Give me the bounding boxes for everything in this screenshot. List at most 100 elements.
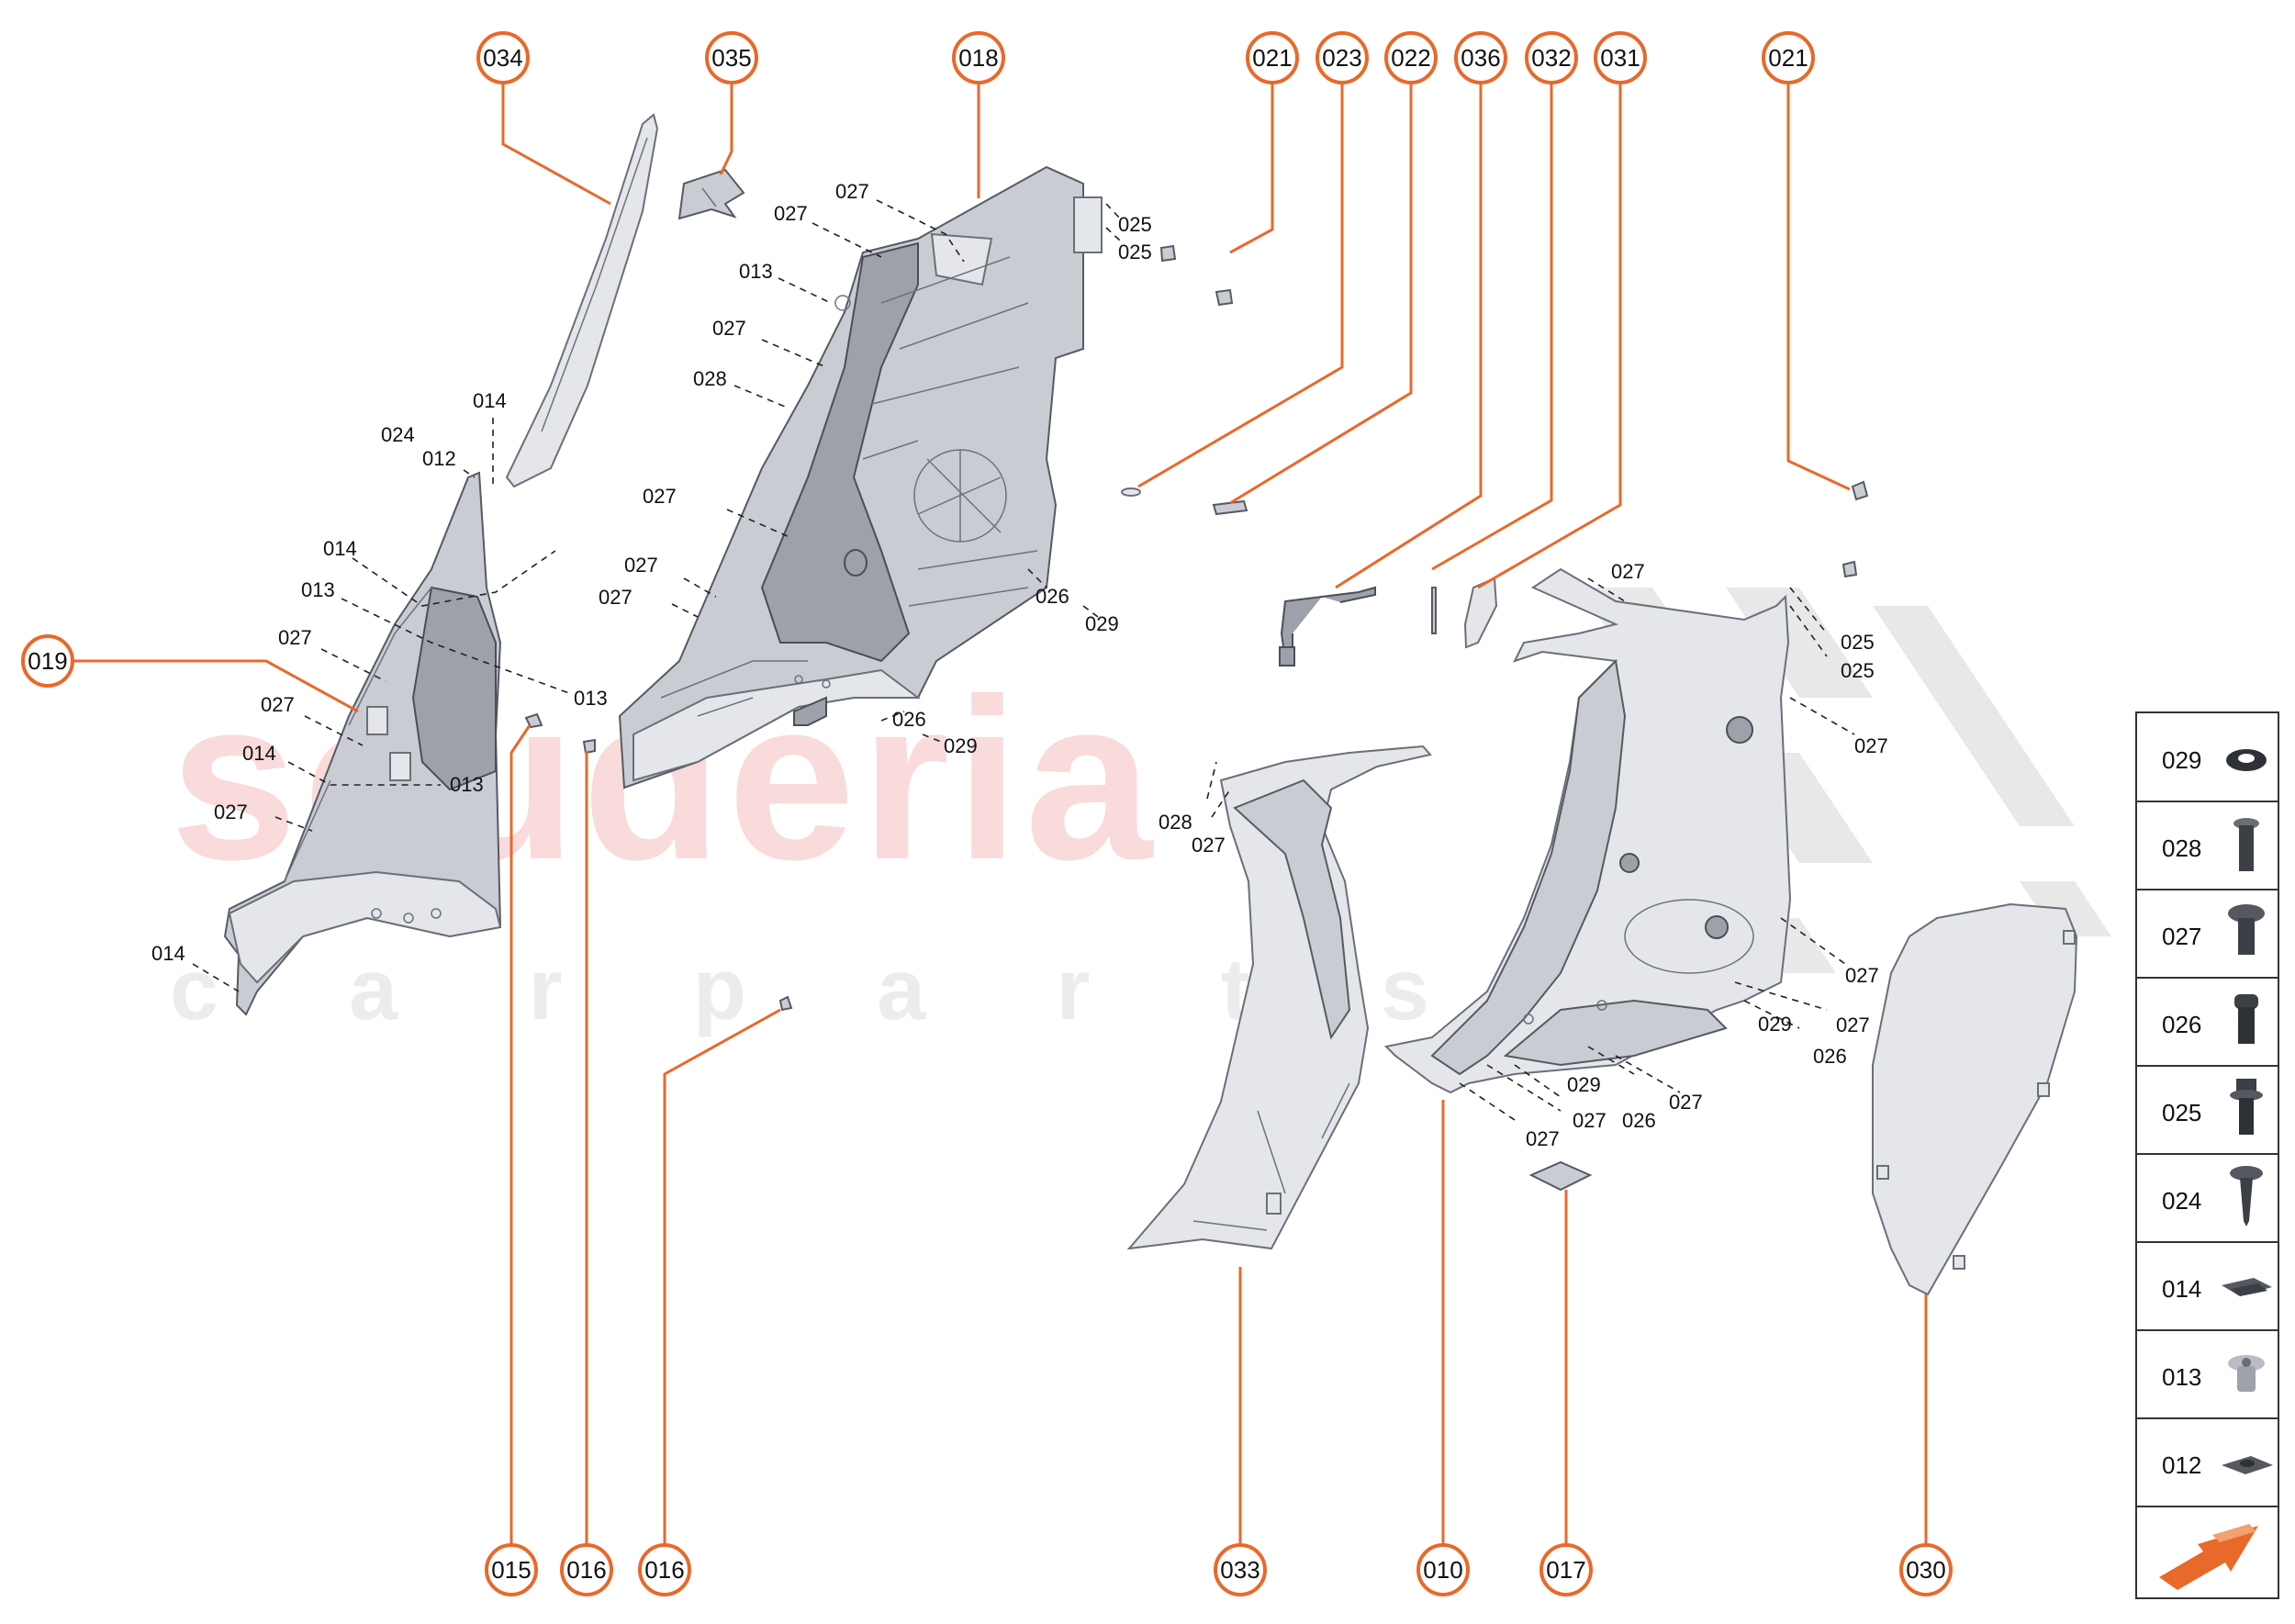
callout-031[interactable]: 031: [1594, 31, 1647, 84]
label: 013: [574, 687, 608, 710]
part-018-rear-panel: [618, 165, 1103, 790]
clip-nut-icon: [2222, 1278, 2272, 1296]
label: 027: [774, 202, 808, 225]
label: 026: [1813, 1045, 1847, 1068]
svg-text:027: 027: [2162, 923, 2201, 950]
label: 027: [1192, 834, 1226, 857]
legend-row-014: 014: [2162, 1275, 2272, 1303]
label: 027: [835, 180, 869, 203]
callout-035[interactable]: 035: [705, 31, 758, 84]
dashed-leaders: [192, 199, 1855, 1121]
svg-text:017: 017: [1546, 1556, 1585, 1584]
legend-row-026: 026: [2162, 994, 2258, 1044]
part-021-clip-c: [1851, 480, 1869, 501]
svg-text:035: 035: [711, 44, 751, 72]
label: 027: [712, 317, 746, 340]
callout-016[interactable]: 016: [560, 1543, 613, 1596]
part-016-clip-b: [778, 995, 793, 1012]
svg-text:010: 010: [1423, 1556, 1462, 1584]
label: 025: [1841, 631, 1875, 654]
screw-027-icon: [2228, 904, 2265, 955]
part-023-grommet: [1121, 487, 1141, 497]
svg-text:030: 030: [1906, 1556, 1945, 1584]
label: 024: [381, 423, 415, 446]
svg-text:025: 025: [2162, 1099, 2201, 1126]
legend-row-024: 024: [2162, 1166, 2263, 1226]
label: 029: [1567, 1073, 1601, 1096]
callout-010[interactable]: 010: [1416, 1543, 1470, 1596]
svg-text:022: 022: [1391, 44, 1430, 72]
leader-lines: [73, 82, 1928, 1546]
small-parts: [524, 244, 1869, 1192]
svg-text:019: 019: [28, 647, 67, 675]
label: 029: [1085, 612, 1119, 635]
label: 027: [278, 626, 312, 649]
svg-text:028: 028: [2162, 834, 2201, 862]
callout-022[interactable]: 022: [1384, 31, 1438, 84]
svg-text:032: 032: [1531, 44, 1571, 72]
label: 013: [739, 260, 773, 283]
part-017-bracket: [1528, 1160, 1593, 1192]
label: 027: [1611, 560, 1645, 583]
part-032-pin: [1431, 587, 1437, 634]
svg-text:023: 023: [1322, 44, 1361, 72]
svg-text:024: 024: [2162, 1187, 2201, 1215]
callouts: 034 035 018 021 023 022 036 032 031 021 …: [21, 31, 1953, 1596]
svg-text:031: 031: [1600, 44, 1640, 72]
callout-033[interactable]: 033: [1214, 1543, 1267, 1596]
washer-icon: [2226, 749, 2267, 771]
label: 013: [450, 773, 484, 796]
callout-032[interactable]: 032: [1525, 31, 1578, 84]
label: 026: [1036, 585, 1069, 608]
push-clip-icon: [2228, 1355, 2265, 1392]
part-034-trim-strip: [505, 113, 659, 488]
label: 028: [693, 367, 727, 390]
label: 026: [892, 708, 926, 731]
legend-row-013: 013: [2162, 1355, 2265, 1392]
callout-021[interactable]: 021: [1246, 31, 1299, 84]
callout-016[interactable]: 016: [638, 1543, 691, 1596]
callout-017[interactable]: 017: [1539, 1543, 1593, 1596]
part-035-bracket: [677, 168, 745, 220]
label: 025: [1118, 213, 1152, 236]
svg-text:016: 016: [566, 1556, 606, 1584]
label: 027: [1573, 1109, 1606, 1132]
label: 027: [643, 485, 677, 508]
svg-text:036: 036: [1461, 44, 1500, 72]
direction-arrow-icon: [2159, 1524, 2258, 1590]
svg-text:021: 021: [1768, 44, 1808, 72]
part-016-clip-a: [582, 738, 596, 755]
svg-text:018: 018: [958, 44, 998, 72]
svg-text:012: 012: [2162, 1451, 2201, 1479]
label: 027: [1845, 964, 1879, 987]
svg-text:015: 015: [491, 1556, 531, 1584]
callout-019[interactable]: 019: [21, 634, 74, 688]
label: 027: [214, 801, 248, 823]
callout-015[interactable]: 015: [485, 1543, 538, 1596]
svg-text:029: 029: [2162, 746, 2201, 774]
part-022-seal: [1212, 499, 1248, 516]
callout-018[interactable]: 018: [952, 31, 1005, 84]
part-030-cover-panel: [1872, 902, 2078, 1296]
part-010-quarter-trim: [1383, 567, 1792, 1094]
label: 027: [261, 693, 295, 716]
callout-021[interactable]: 021: [1762, 31, 1815, 84]
callout-034[interactable]: 034: [476, 31, 530, 84]
label: 026: [1622, 1109, 1656, 1132]
label: 029: [1758, 1013, 1792, 1036]
screw-026-icon: [2234, 994, 2258, 1044]
label: 029: [944, 734, 978, 757]
svg-text:014: 014: [2162, 1275, 2201, 1303]
legend-row-028: 028: [2162, 818, 2259, 871]
speed-nut-icon: [2222, 1456, 2273, 1474]
label: 027: [1854, 734, 1888, 757]
label: 014: [151, 942, 185, 965]
callout-030[interactable]: 030: [1899, 1543, 1953, 1596]
part-031-cover: [1463, 577, 1498, 649]
callout-023[interactable]: 023: [1315, 31, 1369, 84]
callout-036[interactable]: 036: [1454, 31, 1507, 84]
label: 027: [1669, 1091, 1703, 1114]
part-labels: 027 027 013 027 028 027 027 027 026 029 …: [151, 180, 1888, 1150]
label: 027: [624, 554, 658, 577]
label: 014: [323, 537, 357, 560]
